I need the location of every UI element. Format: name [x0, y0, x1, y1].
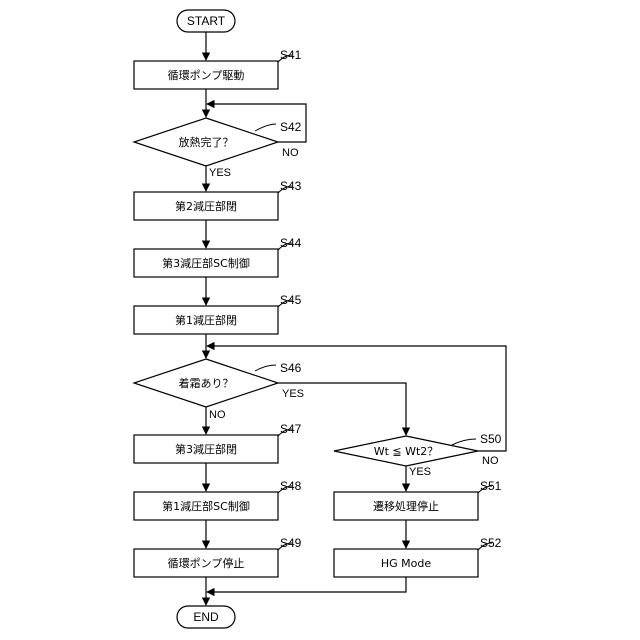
leader-s50	[452, 439, 476, 445]
process-text-s52: HG Mode	[381, 557, 431, 570]
process-text-s44: 第3減圧部SC制御	[162, 256, 250, 270]
process-text-s49: 循環ポンプ停止	[168, 556, 245, 570]
branch-no-s42: NO	[282, 147, 299, 159]
step-label-s43: S43	[280, 179, 302, 193]
step-label-s47: S47	[280, 422, 302, 436]
step-s44: 第3減圧部SC制御 S44	[134, 236, 302, 277]
branch-yes-s42: YES	[209, 167, 231, 179]
step-label-s50: S50	[480, 432, 502, 446]
step-label-s44: S44	[280, 236, 302, 250]
connector-s52-end	[207, 577, 406, 592]
step-s49: 循環ポンプ停止 S49	[134, 536, 302, 577]
step-label-s51: S51	[480, 479, 502, 493]
process-text-s48: 第1減圧部SC制御	[162, 499, 250, 513]
start-terminal: START	[177, 10, 235, 32]
decision-s42: 放熱完了？ S42 NO YES	[134, 118, 302, 179]
decision-s46: 着霜あり？ S46 YES NO	[134, 359, 304, 421]
branch-no-s50: NO	[482, 455, 499, 467]
step-s45: 第1減圧部閉 S45	[134, 293, 302, 334]
decision-text-s46: 着霜あり？	[179, 376, 234, 390]
step-s43: 第2減圧部閉 S43	[134, 179, 302, 220]
step-s41: 循環ポンプ駆動 S41	[134, 48, 302, 89]
step-s47: 第3減圧部閉 S47	[134, 422, 302, 463]
branch-yes-s46: YES	[282, 388, 304, 400]
branch-yes-s50: YES	[409, 466, 431, 478]
process-text-s47: 第3減圧部閉	[175, 442, 237, 456]
step-s51: 遷移処理停止 S51	[334, 479, 502, 520]
step-label-s45: S45	[280, 293, 302, 307]
process-text-s51: 遷移処理停止	[373, 499, 439, 513]
step-s48: 第1減圧部SC制御 S48	[134, 479, 302, 520]
start-label: START	[187, 14, 226, 28]
end-label: END	[193, 610, 219, 624]
step-label-s48: S48	[280, 479, 302, 493]
step-label-s52: S52	[480, 536, 502, 550]
step-s52: HG Mode S52	[334, 536, 502, 577]
branch-no-s46: NO	[209, 409, 226, 421]
decision-text-s50: Wt ≦ Wt2？	[374, 445, 439, 458]
step-label-s46: S46	[280, 361, 302, 375]
leader-s42	[255, 124, 276, 131]
decision-text-s42: 放熱完了？	[179, 135, 234, 149]
step-label-s42: S42	[280, 120, 302, 134]
process-text-s41: 循環ポンプ駆動	[168, 68, 245, 82]
process-text-s45: 第1減圧部閉	[175, 313, 237, 327]
step-label-s41: S41	[280, 48, 302, 62]
decision-s50: Wt ≦ Wt2？ S50 NO YES	[334, 432, 502, 478]
step-label-s49: S49	[280, 536, 302, 550]
leader-s46	[255, 365, 276, 371]
process-text-s43: 第2減圧部閉	[175, 199, 237, 213]
end-terminal: END	[177, 606, 235, 628]
